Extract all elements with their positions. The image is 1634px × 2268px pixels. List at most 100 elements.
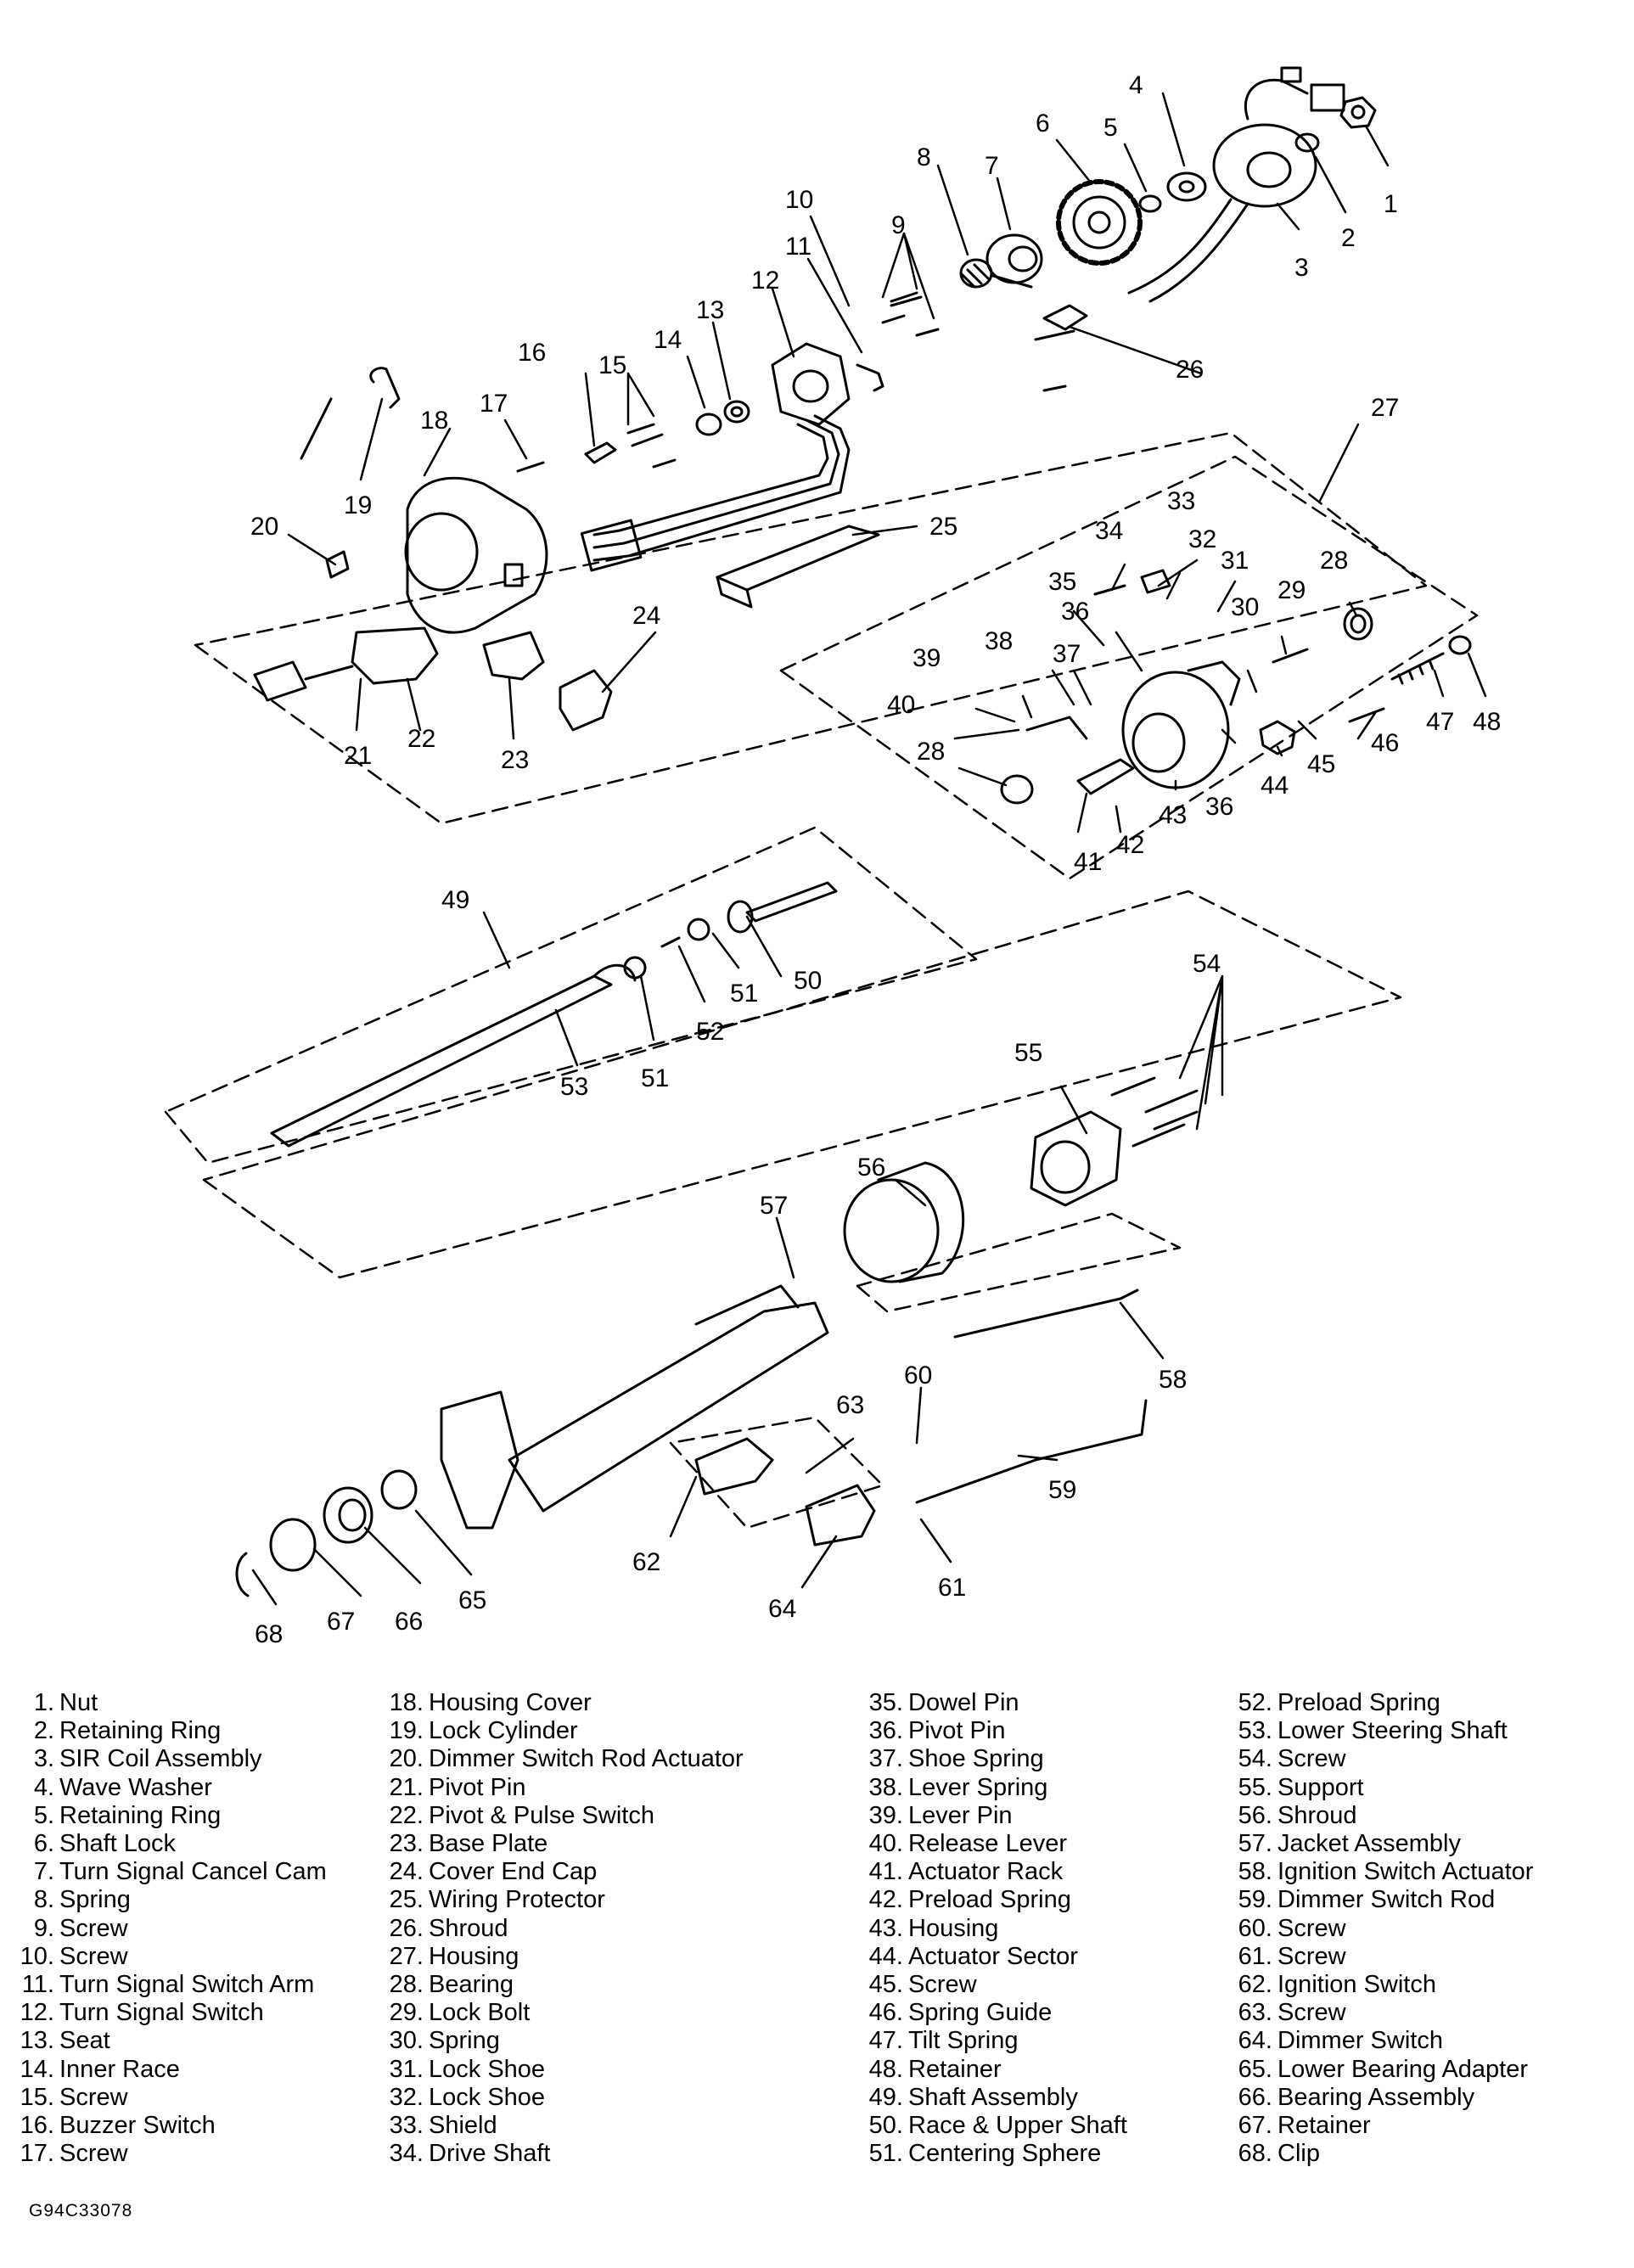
legend-item: 33.Shield — [389, 2112, 497, 2140]
legend-item: 22.Pivot & Pulse Switch — [389, 1801, 654, 1829]
legend-item: 31.Lock Shoe — [389, 2055, 546, 2083]
base-plate — [482, 631, 545, 681]
ignition-switch-actuator — [953, 1288, 1139, 1339]
legend-item: 57.Jacket Assembly — [1238, 1830, 1461, 1858]
callout-label: 62 — [632, 1548, 660, 1576]
legend-item: 10.Screw — [20, 1942, 128, 1970]
bearing-28-bottom — [1000, 774, 1034, 805]
legend-column-3: 35.Dowel Pin 36.Pivot Pin 37.Shoe Spring… — [849, 1689, 1222, 2168]
legend-item: 24.Cover End Cap — [389, 1858, 598, 1886]
nut — [1339, 96, 1377, 129]
callout-label: 42 — [1116, 831, 1144, 859]
legend-item: 2.Retaining Ring — [33, 1717, 222, 1745]
support — [1030, 1110, 1122, 1207]
bearing-assembly — [323, 1486, 373, 1544]
callout-label: 30 — [1231, 593, 1259, 621]
legend-item: 7.Turn Signal Cancel Cam — [33, 1858, 327, 1886]
dimmer-switch — [805, 1484, 876, 1547]
callout-label: 32 — [1188, 525, 1216, 553]
actuator-sector — [1259, 720, 1296, 755]
callout-label: 53 — [560, 1073, 588, 1101]
callout-label: 51 — [641, 1064, 669, 1092]
legend-column-1: 1.Nut 2.Retaining Ring 3.SIR Coil Assemb… — [0, 1689, 373, 2168]
legend-item: 1.Nut — [33, 1689, 98, 1716]
callout-label: 35 — [1048, 568, 1076, 596]
inner-race — [695, 413, 722, 436]
callout-label: 48 — [1473, 708, 1501, 736]
callout-label: 50 — [794, 967, 822, 995]
callout-label: 28 — [917, 738, 945, 766]
callout-label: 45 — [1307, 750, 1335, 778]
callout-label: 5 — [1103, 114, 1118, 142]
callout-label: 63 — [836, 1391, 864, 1419]
callout-labels: 1 2 3 4 5 6 7 8 9 10 11 12 13 14 15 16 1… — [250, 71, 1501, 1648]
shroud-56 — [843, 1161, 965, 1283]
legend-item: 53.Lower Steering Shaft — [1238, 1717, 1508, 1745]
wiring-plug — [580, 519, 643, 572]
legend-item: 46.Spring Guide — [868, 1999, 1053, 2027]
callout-label: 34 — [1095, 517, 1123, 545]
callout-label: 21 — [344, 742, 372, 770]
release-lever — [1025, 716, 1088, 740]
legend-item: 58.Ignition Switch Actuator — [1238, 1858, 1534, 1886]
pivot-pulse-switch — [253, 626, 439, 702]
legend-item: 48.Retainer — [868, 2055, 1002, 2083]
retaining-ring-5 — [1138, 194, 1162, 213]
legend-item: 36.Pivot Pin — [868, 1717, 1006, 1745]
legend-item: 28.Bearing — [389, 1971, 514, 1999]
legend-item: 40.Release Lever — [868, 1830, 1067, 1858]
legend-item: 61.Screw — [1238, 1942, 1346, 1970]
legend-item: 30.Spring — [389, 2027, 500, 2055]
callout-label: 56 — [857, 1154, 885, 1182]
figure-id: G94C33078 — [29, 2201, 133, 2220]
callout-label: 60 — [904, 1361, 932, 1389]
legend-item: 18.Housing Cover — [389, 1689, 592, 1716]
callout-label: 25 — [929, 513, 957, 541]
leader-arrows — [251, 92, 1487, 1606]
callout-label: 2 — [1341, 224, 1356, 252]
screw-9 — [890, 291, 940, 337]
callout-label: 18 — [420, 407, 448, 435]
legend-item: 60.Screw — [1238, 1914, 1346, 1942]
callout-label: 36 — [1061, 598, 1089, 626]
spring-guide — [1348, 707, 1385, 723]
group-outlines — [164, 431, 1479, 1530]
lower-bearing-adapter — [380, 1469, 418, 1510]
callout-label: 38 — [985, 627, 1013, 655]
callout-label: 26 — [1176, 356, 1204, 384]
callout-label: 43 — [1159, 801, 1187, 829]
callout-label: 28 — [1320, 547, 1348, 575]
drive-shaft — [1093, 584, 1126, 596]
callout-label: 51 — [730, 980, 758, 1008]
legend-item: 27.Housing — [389, 1942, 519, 1970]
lower-group-outline — [202, 890, 1402, 1279]
legend-item: 47.Tilt Spring — [868, 2027, 1019, 2055]
callout-label: 46 — [1371, 729, 1399, 757]
legend-item: 17.Screw — [20, 2140, 128, 2168]
legend-item: 37.Shoe Spring — [868, 1745, 1044, 1773]
shaft-assembly-49-outline — [164, 826, 978, 1165]
legend-item: 9.Screw — [33, 1914, 128, 1942]
callout-label: 10 — [785, 186, 813, 214]
bearing-28-top — [1343, 607, 1373, 641]
shaft-lock — [1056, 179, 1143, 266]
screw-17 — [516, 461, 545, 473]
legend-item: 23.Base Plate — [389, 1830, 548, 1858]
legend-item: 64.Dimmer Switch — [1238, 2027, 1443, 2055]
callout-label: 19 — [344, 491, 372, 519]
dimmer-switch-rod-actuator — [325, 550, 350, 579]
seat — [723, 400, 750, 424]
callout-label: 23 — [501, 746, 529, 774]
exploded-view-diagram: 1 2 3 4 5 6 7 8 9 10 11 12 13 14 15 16 1… — [164, 66, 1501, 1648]
callout-label: 4 — [1129, 71, 1143, 99]
preload-spring-52 — [660, 936, 681, 948]
actuator-58-outline — [856, 1212, 1182, 1313]
buzzer-switch — [584, 441, 617, 464]
tilt-spring — [1390, 652, 1445, 685]
sir-coil-assembly — [1127, 78, 1317, 303]
retaining-ring-2 — [1294, 132, 1320, 153]
ignition-switch — [694, 1437, 774, 1496]
callout-label: 3 — [1294, 254, 1309, 282]
legend-item: 52.Preload Spring — [1238, 1689, 1440, 1716]
legend-item: 16.Buzzer Switch — [20, 2112, 216, 2140]
